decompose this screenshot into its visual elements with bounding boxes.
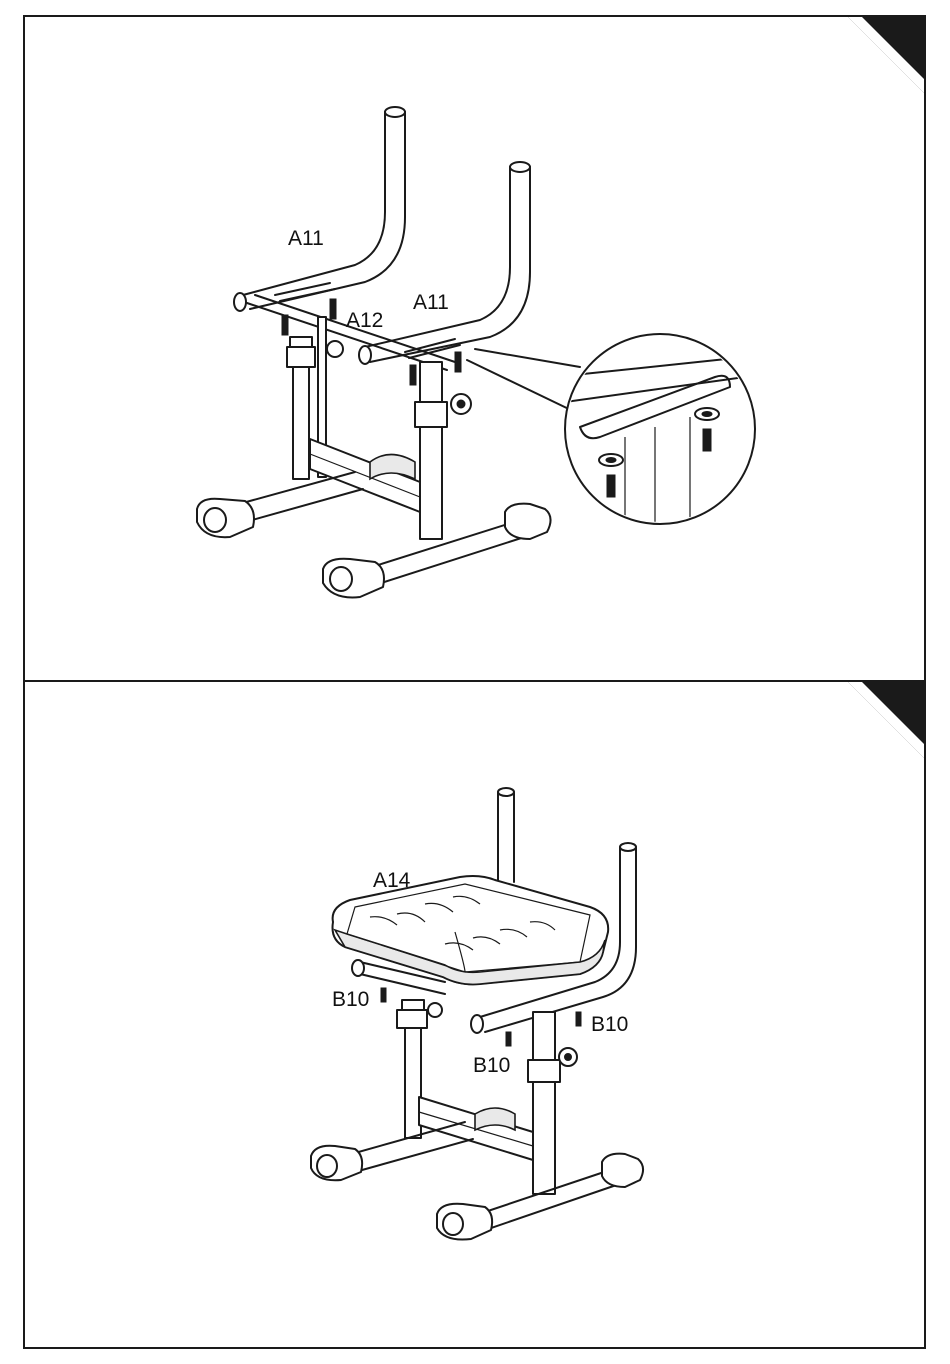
detail-zoom-circle [555,334,755,537]
part-label-a11-left: A11 [288,228,324,249]
right-height-column [528,1012,577,1194]
left-foot-base [197,472,363,537]
right-height-column [415,362,471,539]
detail-callout-line [467,360,575,412]
part-label-b10-center: B10 [473,1055,510,1076]
chair-frame-diagram [25,17,926,682]
left-frame-tube-a11 [234,107,405,311]
lower-stretcher [419,1097,533,1160]
lower-stretcher [310,439,420,512]
seat-a14 [333,876,609,984]
part-label-b10-left: B10 [332,989,369,1010]
chair-seat-diagram [25,682,926,1349]
assembly-step-panel-1: A11 A11 A12 [23,15,926,682]
part-label-a12: A12 [346,310,383,331]
part-label-a11-right: A11 [413,292,449,313]
part-label-b10-right: B10 [591,1014,628,1035]
part-label-a14: A14 [373,870,410,891]
assembly-step-panel-2: A14 B10 B10 B10 [23,680,926,1349]
